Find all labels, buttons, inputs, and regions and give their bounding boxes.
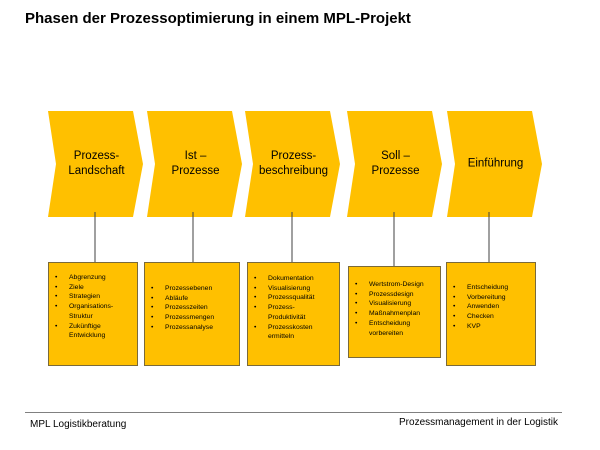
list-item: Prozessqualität [254,293,339,303]
list-item: Visualisierung [355,299,440,309]
phase-label: Einführung [467,157,524,170]
phase-chevron [447,111,542,217]
list-item: Prozessanalyse [151,323,239,333]
phase-task-box: EntscheidungVorbereitungAnwendenCheckenK… [446,262,536,366]
page-title: Phasen der Prozessoptimierung in einem M… [25,10,411,27]
phase-chevron [147,111,242,217]
phase-task-box: AbgrenzungZieleStrategienOrganisations-S… [48,262,138,366]
footer-subject: Prozessmanagement in der Logistik [399,417,558,428]
phase-task-box: ProzessebenenAbläufeProzesszeitenProzess… [144,262,240,366]
list-item: Visualisierung [254,284,339,294]
phase-label: Soll –Prozesse [371,150,420,177]
list-item: Abgrenzung [55,273,137,283]
list-item: Prozesszeiten [151,303,239,313]
phase-label: Prozess-Landschaft [68,150,125,177]
list-item: Ziele [55,283,137,293]
list-item: KVP [453,322,535,332]
list-item: Prozessmengen [151,313,239,323]
phase-chevron [245,111,340,217]
list-item: Prozessebenen [151,284,239,294]
footer-divider [25,412,562,413]
list-item: Prozess-Produktivität [254,303,339,322]
list-item: Checken [453,312,535,322]
list-item: Prozessdesign [355,290,440,300]
list-item: Organisations-Struktur [55,302,137,321]
phase-chevron [347,111,442,217]
phase-chevron [48,111,143,217]
phase-label: Prozess-beschreibung [258,150,329,177]
list-item: Vorbereitung [453,293,535,303]
list-item: Entscheidung [453,283,535,293]
list-item: Maßnahmenplan [355,309,440,319]
list-item: Strategien [55,292,137,302]
list-item: Abläufe [151,294,239,304]
list-item: Dokumentation [254,274,339,284]
phase-task-box: Wertstrom-DesignProzessdesignVisualisier… [348,266,441,358]
list-item: Wertstrom-Design [355,280,440,290]
phase-task-box: DokumentationVisualisierungProzessqualit… [247,262,340,366]
footer-company: MPL Logistikberatung [30,419,127,430]
phase-label: Ist –Prozesse [171,150,220,177]
list-item: Anwenden [453,302,535,312]
